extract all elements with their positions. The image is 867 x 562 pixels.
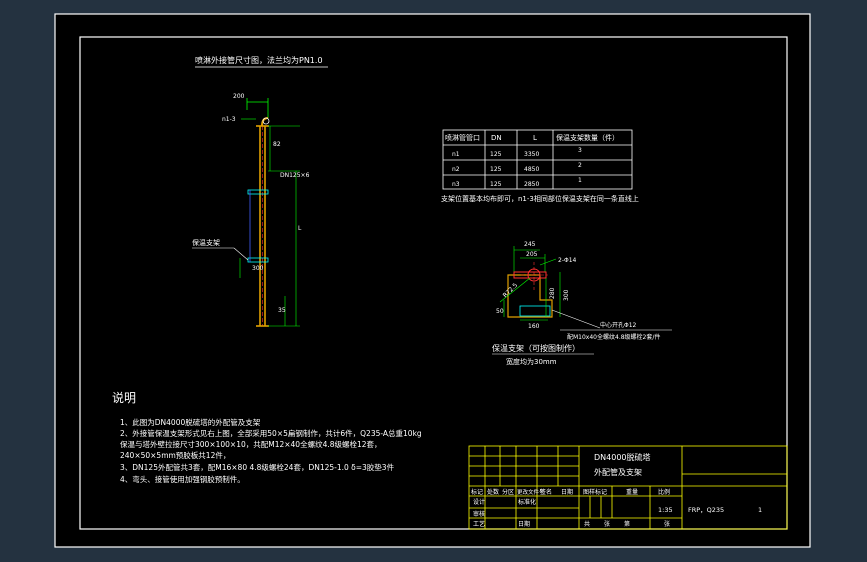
- dim-200: 200: [233, 93, 245, 100]
- th-3: 保温支架数量（件）: [556, 133, 619, 142]
- drawing-title: 喷淋外接管尺寸图，法兰均为PN1.0: [195, 55, 323, 65]
- td-0-0: n1: [452, 151, 460, 158]
- label-support: 保温支架: [192, 238, 220, 247]
- note-line-5: 4、弯头、接管使用加强钢胶预制件。: [120, 474, 245, 484]
- tb-name-2: 外配管及支架: [594, 467, 642, 477]
- detail-caption: 保温支架（可按图制作）: [492, 343, 580, 353]
- dim-dn125: DN125×6: [280, 172, 310, 179]
- note-line-1: 2、外接管保温支架形式见右上图，全部采用50×5扁钢制作，共计6件，Q235-A…: [120, 428, 422, 438]
- dim-245: 245: [524, 241, 536, 248]
- dim-l: L: [298, 225, 302, 232]
- dim-300: 300: [252, 265, 264, 272]
- tb-hdr-5: 日期: [561, 488, 573, 496]
- dim-300-detail: 300: [563, 289, 570, 301]
- td-0-3: 3: [578, 147, 582, 154]
- tb-row-3: 工艺: [473, 520, 485, 528]
- note-line-0: 1、此图为DN4000脱硫塔的外配管及支架: [120, 417, 261, 427]
- tb-row-4: 日期: [518, 520, 530, 528]
- detail-width-note: 宽度均为30mm: [506, 357, 557, 366]
- tb-col-1: 重量: [626, 488, 638, 496]
- tb-bottom-0: 共: [584, 520, 590, 528]
- dim-160: 160: [528, 323, 540, 330]
- dim-35: 35: [278, 307, 286, 314]
- th-0: 喷淋管管口: [445, 133, 480, 142]
- dim-82: 82: [273, 141, 281, 148]
- tb-hdr-1: 处数: [487, 488, 499, 496]
- th-2: L: [533, 134, 537, 142]
- td-0-1: 125: [490, 151, 502, 158]
- td-1-1: 125: [490, 166, 502, 173]
- note-line-4: 3、DN125外配管共3套，配M16×80 4.8级螺栓24套，DN125-1.…: [120, 462, 395, 472]
- tb-bottom-3: 张: [664, 520, 670, 528]
- th-1: DN: [491, 134, 502, 142]
- dim-2-14: 2-Φ14: [558, 257, 577, 264]
- table-note: 支架位置基本均布即可，n1-3相同部位保温支架在同一条直线上: [441, 194, 639, 203]
- tb-hdr-0: 标记: [471, 488, 483, 496]
- label-n1-3: n1-3: [222, 116, 236, 123]
- tb-hdr-3: 更改文件号: [517, 488, 545, 496]
- td-1-3: 2: [578, 162, 582, 169]
- tb-col-0: 图样标记: [583, 488, 607, 496]
- tb-bottom-1: 张: [604, 520, 610, 528]
- td-2-2: 2850: [524, 181, 539, 188]
- drawing-frame: [79, 36, 788, 530]
- td-2-0: n3: [452, 181, 460, 188]
- title-block: DN4000脱硫塔 外配管及支架 标记 处数 分区 更改文件号 签名 日期 设计…: [468, 445, 788, 530]
- pipe-elevation: 200 n1-3 82 DN125×6 L 35 300 保温支架: [192, 93, 310, 327]
- td-1-2: 4850: [524, 166, 539, 173]
- tb-col-2: 比例: [658, 488, 670, 496]
- note-line-3: 240×50×5mm预胶板共12件，: [120, 450, 230, 460]
- td-0-2: 3350: [524, 151, 539, 158]
- tb-name-1: DN4000脱硫塔: [594, 452, 651, 462]
- notes-heading: 说明: [112, 390, 136, 405]
- sheet-border: [54, 13, 811, 548]
- td-2-3: 1: [578, 177, 582, 184]
- tb-row-1: 标准化: [518, 498, 536, 506]
- td-2-1: 125: [490, 181, 502, 188]
- dim-50: 50: [496, 308, 504, 315]
- tb-hdr-2: 分区: [502, 488, 514, 496]
- tb-row-0: 设计: [473, 498, 485, 506]
- tb-scale: 1:35: [658, 506, 673, 514]
- label-bolts: 配M10x40全螺纹4.8级螺栓2套/件: [567, 333, 660, 341]
- pipe-table: 喷淋管管口 DN L 保温支架数量（件） n1 125 3350 3 n2 12…: [441, 129, 639, 203]
- tb-material: FRP，Q235: [688, 506, 724, 514]
- tb-hdr-4: 签名: [540, 488, 552, 496]
- tb-bottom-2: 第: [624, 520, 630, 528]
- td-1-0: n2: [452, 166, 460, 173]
- notes-block: 说明 1、此图为DN4000脱硫塔的外配管及支架 2、外接管保温支架形式见右上图…: [112, 390, 422, 484]
- label-center-hole: 中心开孔Φ12: [600, 321, 637, 329]
- tb-count: 1: [758, 506, 762, 514]
- tb-row-2: 审核: [473, 510, 485, 518]
- dim-280: 280: [549, 287, 556, 299]
- dim-205: 205: [526, 251, 538, 258]
- note-line-2: 保温与塔外壁拉接尺寸300×100×10，共配M12×40全螺纹4.8级螺栓12…: [120, 439, 382, 449]
